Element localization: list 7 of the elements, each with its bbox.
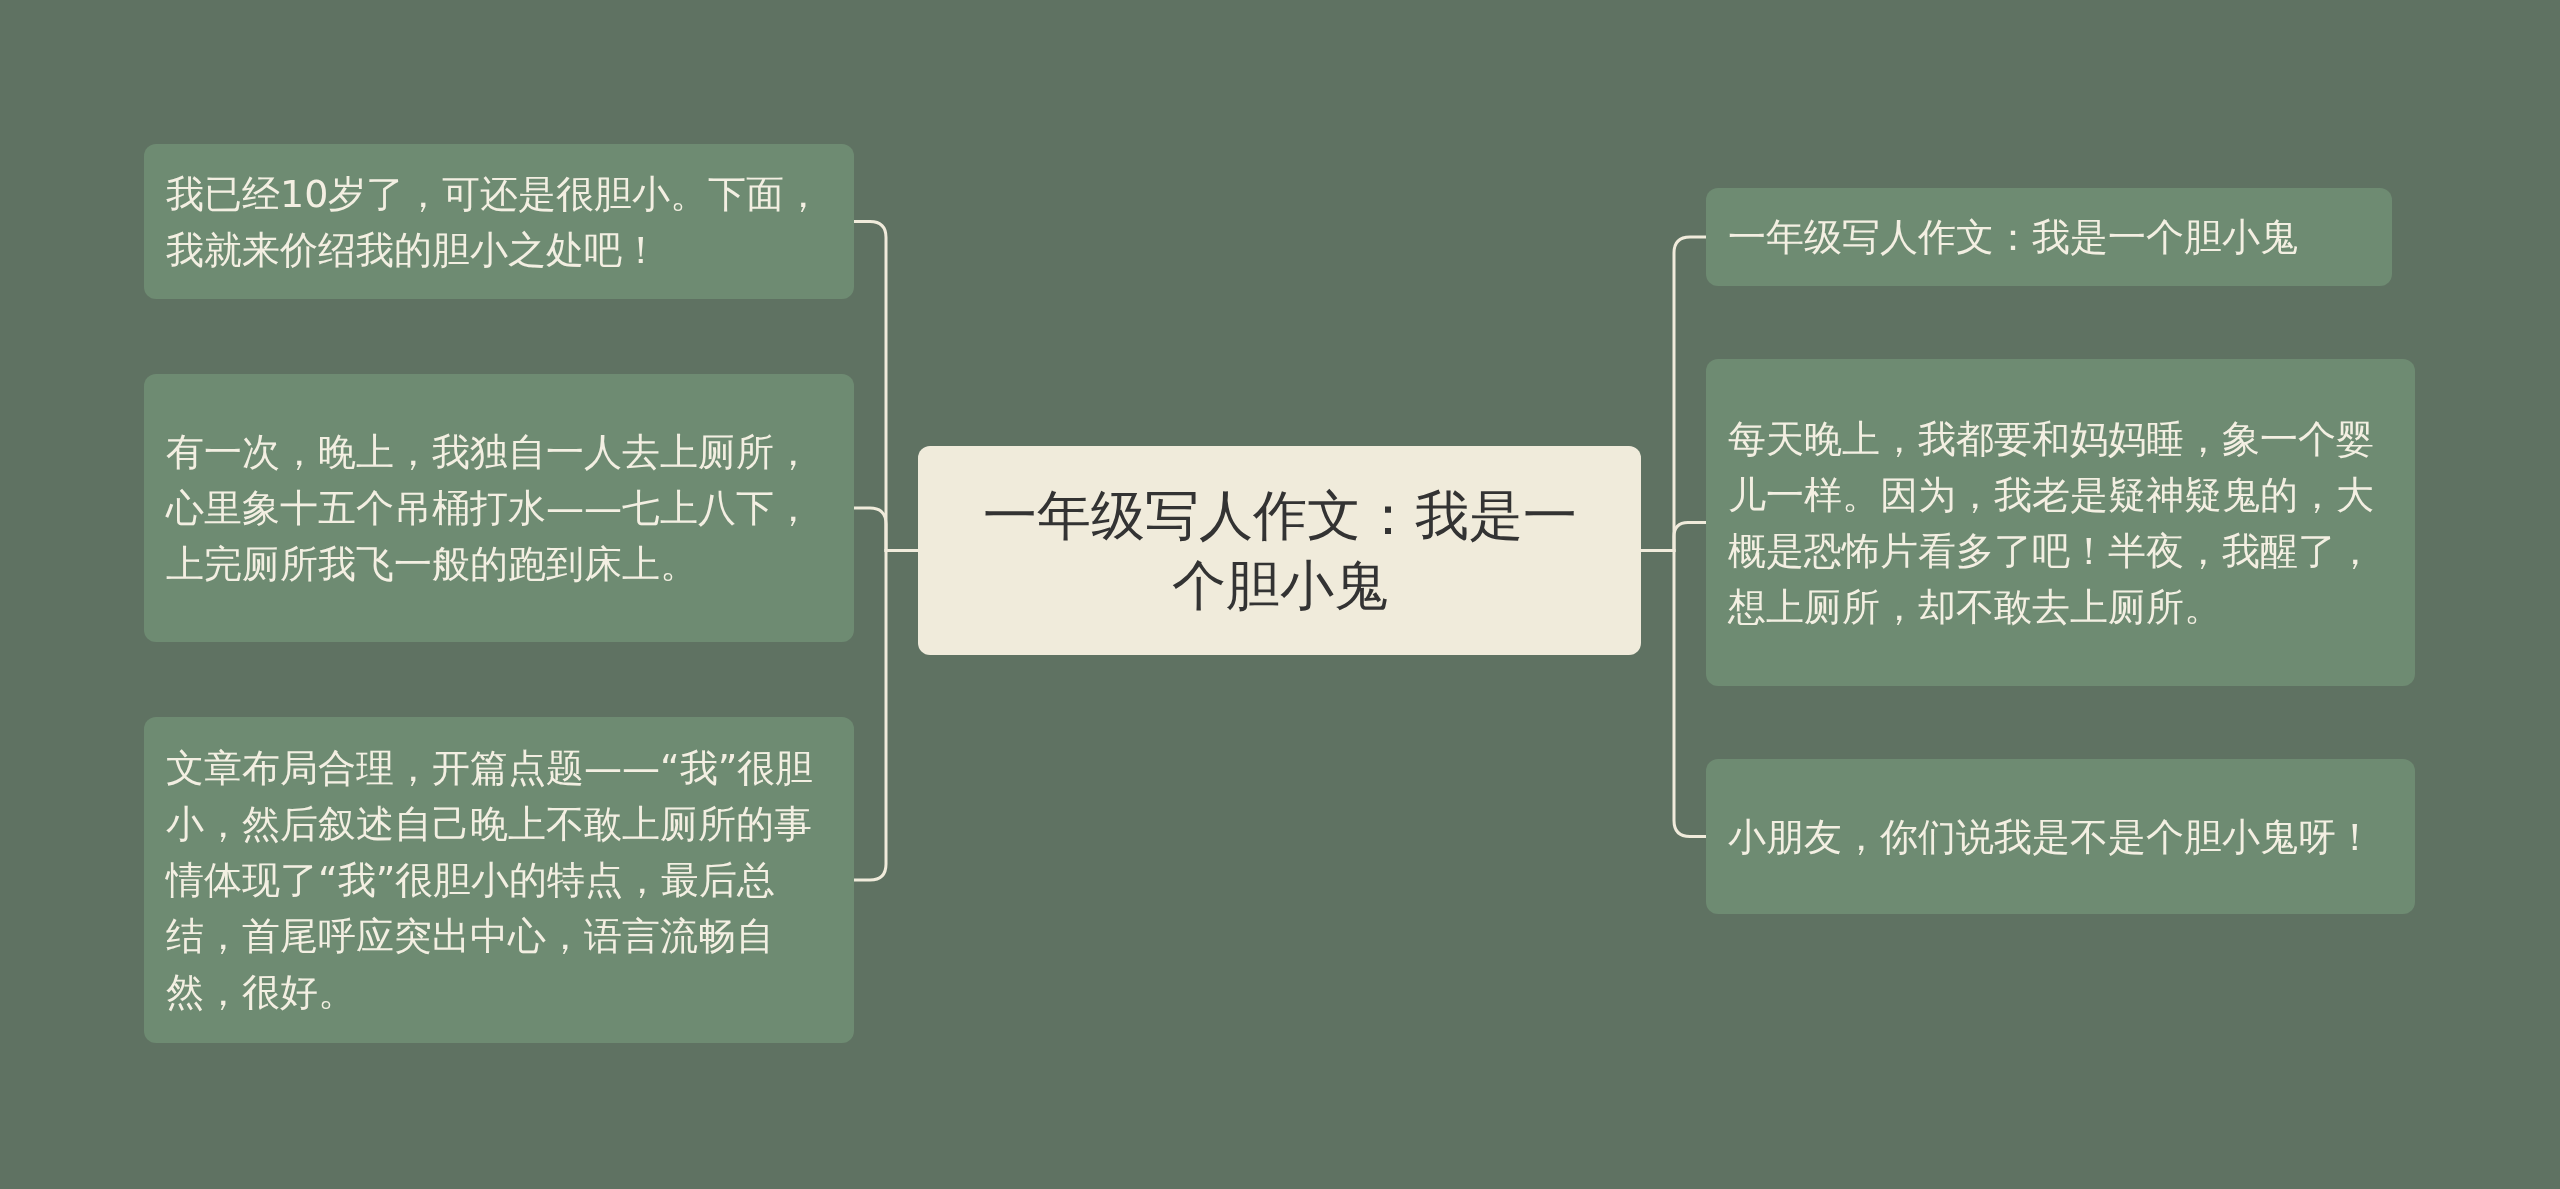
branch-box: 我已经10岁了，可还是很胆小。下面，我就来价绍我的胆小之处吧！ — [144, 144, 854, 299]
branch-box: 小朋友，你们说我是不是个胆小鬼呀！ — [1706, 759, 2415, 914]
branch-box: 一年级写人作文：我是一个胆小鬼 — [1706, 188, 2392, 286]
branch-box: 文章布局合理，开篇点题——“我”很胆小，然后叙述自己晚上不敢上厕所的事情体现了“我”很胆小的特点，最后总结，首尾呼应突出中心，语言流畅自然，很好。 — [144, 717, 854, 1043]
topic-box: 一年级写人作文：我是一个胆小鬼 — [918, 446, 1641, 655]
branch-box: 每天晚上，我都要和妈妈睡，象一个婴儿一样。因为，我老是疑神疑鬼的，大概是恐怖片看多了吧！半夜，我醒了，想上厕所，却不敢去上厕所。 — [1706, 359, 2415, 686]
branch-box: 有一次，晚上，我独自一人去上厕所，心里象十五个吊桶打水——七上八下，上完厕所我飞一般的跑到床上。 — [144, 374, 854, 642]
